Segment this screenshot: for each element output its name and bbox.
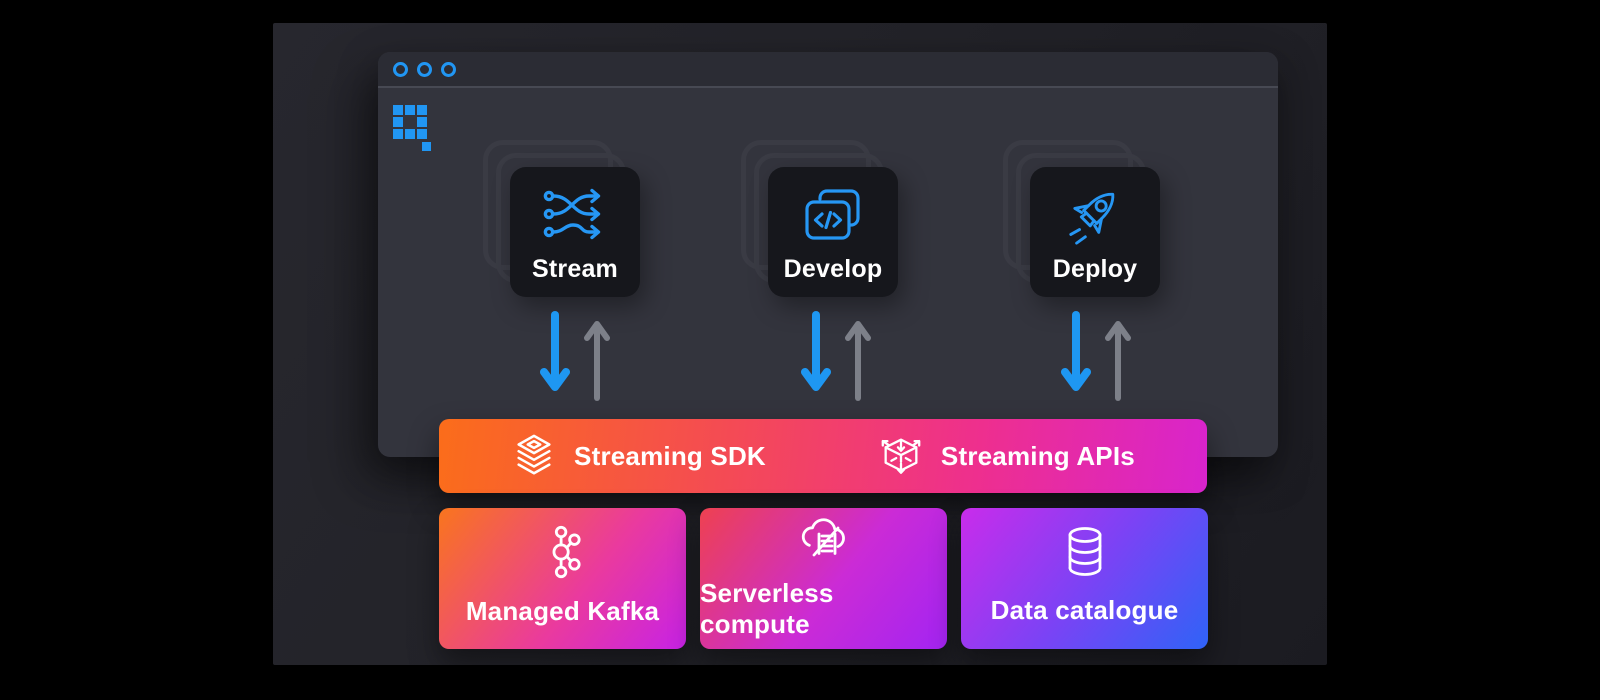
- arrow-down-deploy-icon: [1061, 311, 1091, 391]
- stage-label: Develop: [783, 255, 883, 283]
- window-dot-3[interactable]: [441, 61, 456, 77]
- stage-stream: Stream: [483, 140, 640, 297]
- stage-label: Stream: [532, 255, 618, 283]
- window-titlebar: [378, 52, 1278, 88]
- data-catalogue-label: Data catalogue: [990, 595, 1179, 625]
- stage-develop: Develop: [741, 140, 898, 297]
- rocket-icon: [1069, 192, 1115, 245]
- arrow-down-stream-icon: [540, 311, 570, 391]
- serverless-compute-card: Serverless compute: [700, 508, 947, 649]
- cube-arrows-icon: [881, 438, 921, 474]
- pixel-square-logo-icon: [393, 105, 431, 151]
- serverless-cloud-icon: [801, 517, 845, 556]
- managed-kafka-card: Managed Kafka: [439, 508, 686, 649]
- stream-card: Stream: [510, 167, 640, 297]
- arrow-up-deploy-icon: [1105, 321, 1131, 401]
- window-dot-2[interactable]: [417, 61, 432, 77]
- database-icon: [1068, 527, 1101, 576]
- arrow-up-develop-icon: [845, 321, 871, 401]
- data-catalogue-card: Data catalogue: [961, 508, 1208, 649]
- streaming-sdk-label: Streaming SDK: [574, 440, 766, 471]
- kafka-icon: [552, 525, 581, 579]
- shuffle-stream-icon: [543, 188, 601, 240]
- stage-label: Deploy: [1052, 255, 1138, 283]
- layers-icon: [517, 434, 551, 475]
- window-dot-1[interactable]: [393, 61, 408, 77]
- arrow-up-stream-icon: [584, 321, 610, 401]
- streaming-sdk-item: Streaming SDK: [511, 433, 766, 479]
- streaming-bar: Streaming SDK Streaming APIs: [439, 419, 1207, 493]
- browser-window: Stream Develop: [378, 52, 1278, 457]
- streaming-apis-label: Streaming APIs: [940, 440, 1135, 471]
- streaming-apis-item: Streaming APIs: [878, 433, 1135, 479]
- serverless-compute-label: Serverless compute: [700, 577, 834, 639]
- develop-card: Develop: [768, 167, 898, 297]
- deploy-card: Deploy: [1030, 167, 1160, 297]
- code-window-icon: [805, 189, 860, 240]
- stage-deploy: Deploy: [1003, 140, 1160, 297]
- managed-kafka-label: Managed Kafka: [465, 596, 660, 626]
- arrow-down-develop-icon: [801, 311, 831, 391]
